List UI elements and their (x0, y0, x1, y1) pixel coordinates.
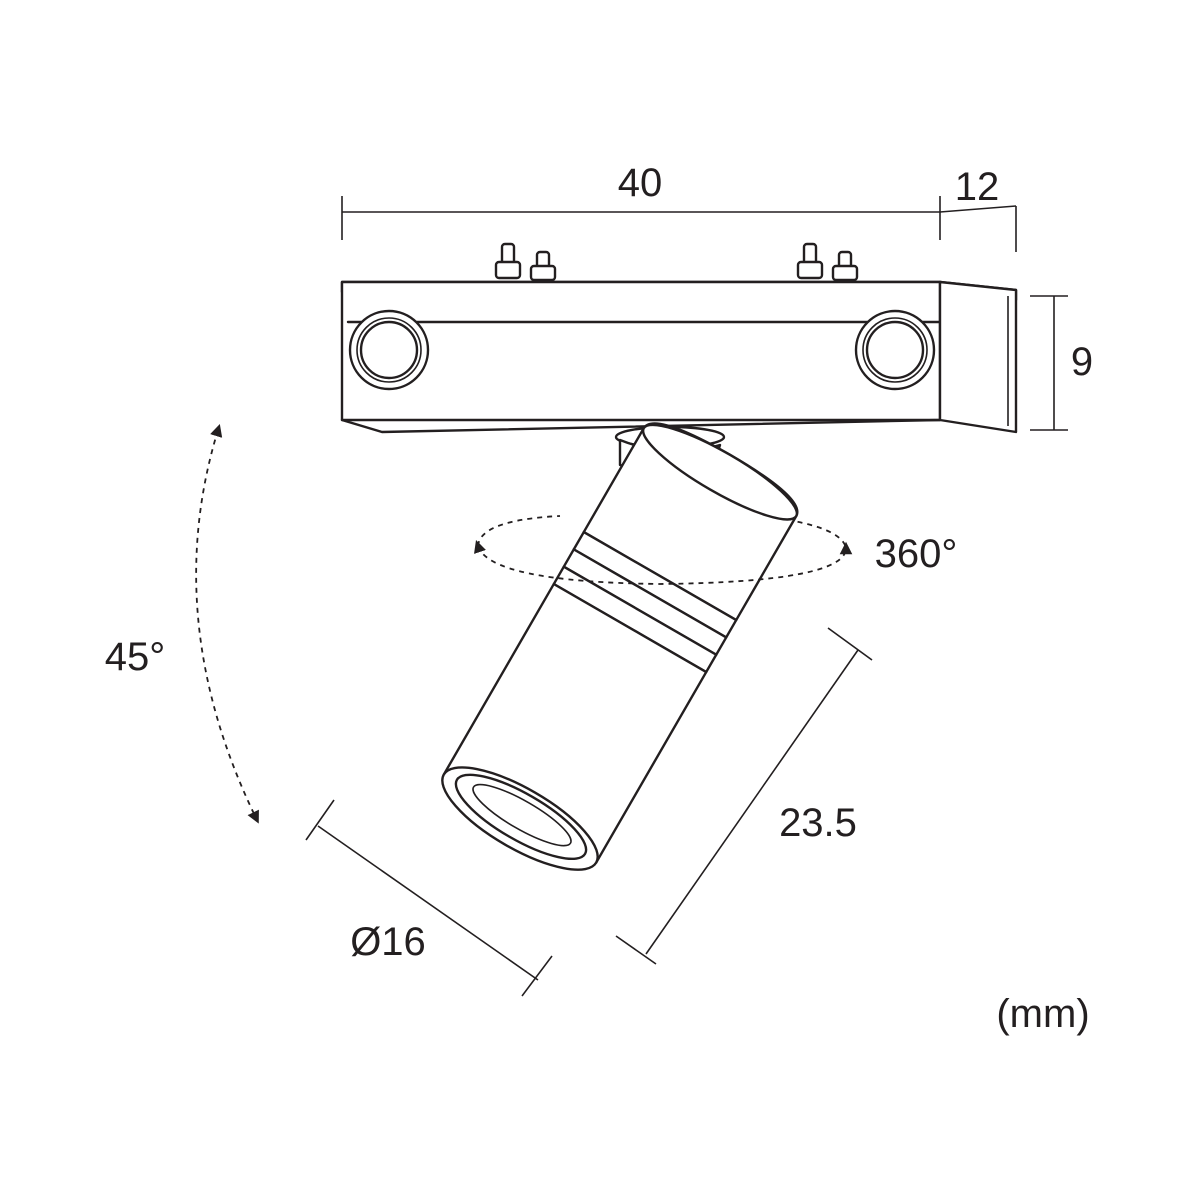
left-socket (348, 309, 430, 391)
rotation-path-back (477, 515, 561, 547)
tilt-label: 45° (105, 635, 166, 679)
rotation-path-front (474, 540, 853, 585)
depth-label: 12 (955, 165, 1000, 209)
contact-pins (494, 242, 859, 282)
diameter-label: Ø16 (350, 920, 426, 964)
length-dimension: 23.5 (615, 627, 873, 965)
length-label: 23.5 (779, 801, 857, 845)
depth-dimension: 12 (939, 165, 1017, 252)
right-socket (854, 309, 936, 391)
rotation-label: 360° (875, 532, 958, 576)
unit-label: (mm) (996, 992, 1089, 1036)
spotlight-head (441, 422, 799, 871)
height-dimension: 9 (1030, 295, 1093, 431)
width-label: 40 (618, 161, 663, 205)
diameter-dimension: Ø16 (305, 799, 553, 997)
height-label: 9 (1071, 340, 1093, 384)
width-dimension: 40 (341, 161, 941, 240)
tilt-arc (195, 423, 259, 824)
track-adapter (340, 242, 1018, 434)
